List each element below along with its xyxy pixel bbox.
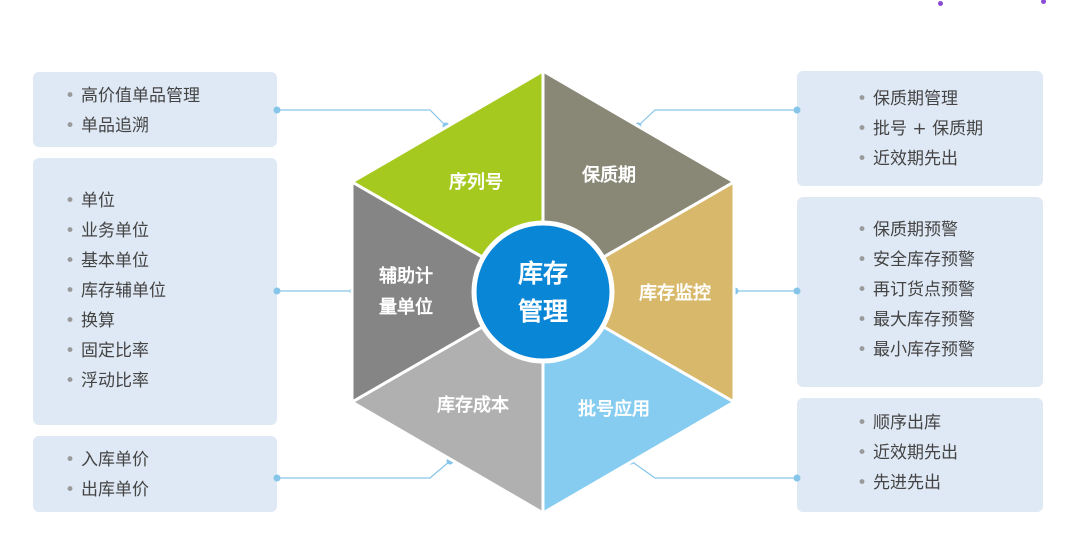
segment-unit-label-line1: 辅助计	[379, 265, 433, 287]
connector-shelf	[637, 109, 797, 127]
decorative-dot	[1041, 0, 1046, 4]
list-item: •高价值单品管理	[65, 81, 277, 111]
connector-cost	[277, 460, 451, 479]
bullet-icon: •	[65, 480, 76, 500]
list-item-text: 出库单价	[81, 480, 150, 500]
center-label-line1: 库存	[518, 259, 568, 288]
cost-info-box: •入库单价•出库单价	[33, 436, 277, 512]
decorative-dot	[938, 1, 943, 6]
connector-serial	[277, 109, 447, 127]
list-item: •库存辅单位	[65, 276, 277, 306]
bullet-icon: •	[857, 220, 868, 240]
monitor-info-box: •保质期预警•安全库存预警•再订货点预警•最大库存预警•最小库存预警	[797, 197, 1043, 387]
list-item: •再订货点预警	[857, 275, 1043, 305]
bullet-icon: •	[65, 251, 76, 271]
list-item: •近效期先出	[857, 438, 1043, 468]
bullet-icon: •	[857, 413, 868, 433]
list-item: •单位	[65, 186, 277, 216]
bullet-icon: •	[65, 311, 76, 331]
bullet-icon: •	[65, 221, 76, 241]
list-item: •保质期预警	[857, 215, 1043, 245]
list-item-text: 近效期先出	[873, 443, 959, 463]
cost-info-list: •入库单价•出库单价	[65, 445, 277, 505]
list-item: •浮动比率	[65, 366, 277, 396]
batch-info-list: •顺序出库•近效期先出•先进先出	[857, 408, 1043, 498]
list-item: •单品追溯	[65, 111, 277, 141]
shelf-info-box: •保质期管理•批号 + 保质期•近效期先出	[797, 71, 1043, 186]
bullet-icon: •	[857, 443, 868, 463]
list-item-text: 入库单价	[81, 450, 150, 470]
serial-info-box: •高价值单品管理•单品追溯	[33, 72, 277, 147]
list-item: •先进先出	[857, 468, 1043, 498]
bullet-icon: •	[857, 310, 868, 330]
bullet-icon: •	[65, 191, 76, 211]
segment-unit	[350, 179, 547, 405]
list-item-text: 先进先出	[873, 473, 942, 493]
unit-info-list: •单位•业务单位•基本单位•库存辅单位•换算•固定比率•浮动比率	[65, 186, 277, 396]
bullet-icon: •	[857, 340, 868, 360]
shelf-info-list: •保质期管理•批号 + 保质期•近效期先出	[857, 84, 1043, 174]
list-item-text: 基本单位	[81, 251, 150, 271]
center-circle	[471, 220, 615, 364]
bullet-icon: •	[857, 250, 868, 270]
bullet-icon: •	[65, 371, 76, 391]
segment-serial-label: 序列号	[449, 171, 503, 193]
bullet-icon: •	[857, 473, 868, 493]
list-item: •顺序出库	[857, 408, 1043, 438]
list-item-text: 保质期管理	[873, 89, 959, 109]
segment-batch-label: 批号应用	[578, 398, 650, 420]
unit-info-box: •单位•业务单位•基本单位•库存辅单位•换算•固定比率•浮动比率	[33, 158, 277, 425]
bullet-icon: •	[65, 341, 76, 361]
list-item-text: 保质期预警	[873, 220, 959, 240]
list-item-text: 库存辅单位	[81, 281, 167, 301]
connector-batch	[630, 460, 797, 479]
list-item: •安全库存预警	[857, 245, 1043, 275]
list-item: •近效期先出	[857, 144, 1043, 174]
list-item-text: 单品追溯	[81, 116, 150, 136]
list-item-text: 最小库存预警	[873, 340, 976, 360]
list-item: •保质期管理	[857, 84, 1043, 114]
list-item: •入库单价	[65, 445, 277, 475]
center-label-line2: 管理	[518, 297, 568, 326]
list-item: •基本单位	[65, 246, 277, 276]
bullet-icon: •	[857, 89, 868, 109]
list-item-text: 再订货点预警	[873, 280, 976, 300]
list-item-text: 近效期先出	[873, 149, 959, 169]
bullet-icon: •	[857, 119, 868, 139]
bullet-icon: •	[857, 149, 868, 169]
bullet-icon: •	[65, 116, 76, 136]
list-item-text: 最大库存预警	[873, 310, 976, 330]
list-item-text: 单位	[81, 191, 116, 211]
list-item: •换算	[65, 306, 277, 336]
list-item: •最小库存预警	[857, 335, 1043, 365]
list-item: •出库单价	[65, 475, 277, 505]
bullet-icon: •	[65, 450, 76, 470]
serial-info-list: •高价值单品管理•单品追溯	[65, 81, 277, 141]
list-item-text: 换算	[81, 311, 116, 331]
list-item: •业务单位	[65, 216, 277, 246]
list-item: •固定比率	[65, 336, 277, 366]
list-item-text: 浮动比率	[81, 371, 150, 391]
batch-info-box: •顺序出库•近效期先出•先进先出	[797, 398, 1043, 512]
segment-cost-label: 库存成本	[437, 394, 509, 416]
list-item-text: 顺序出库	[873, 413, 942, 433]
segment-monitor-label: 库存监控	[639, 282, 711, 304]
bullet-icon: •	[65, 281, 76, 301]
list-item-text: 批号 + 保质期	[873, 119, 984, 139]
list-item-text: 安全库存预警	[873, 250, 976, 270]
list-item: •最大库存预警	[857, 305, 1043, 335]
list-item-text: 高价值单品管理	[81, 86, 201, 106]
monitor-info-list: •保质期预警•安全库存预警•再订货点预警•最大库存预警•最小库存预警	[857, 215, 1043, 365]
segment-shelf-label: 保质期	[581, 164, 636, 186]
bullet-icon: •	[65, 86, 76, 106]
list-item-text: 业务单位	[81, 221, 150, 241]
list-item: •批号 + 保质期	[857, 114, 1043, 144]
bullet-icon: •	[857, 280, 868, 300]
segment-unit-label-line2: 量单位	[379, 296, 433, 318]
list-item-text: 固定比率	[81, 341, 150, 361]
